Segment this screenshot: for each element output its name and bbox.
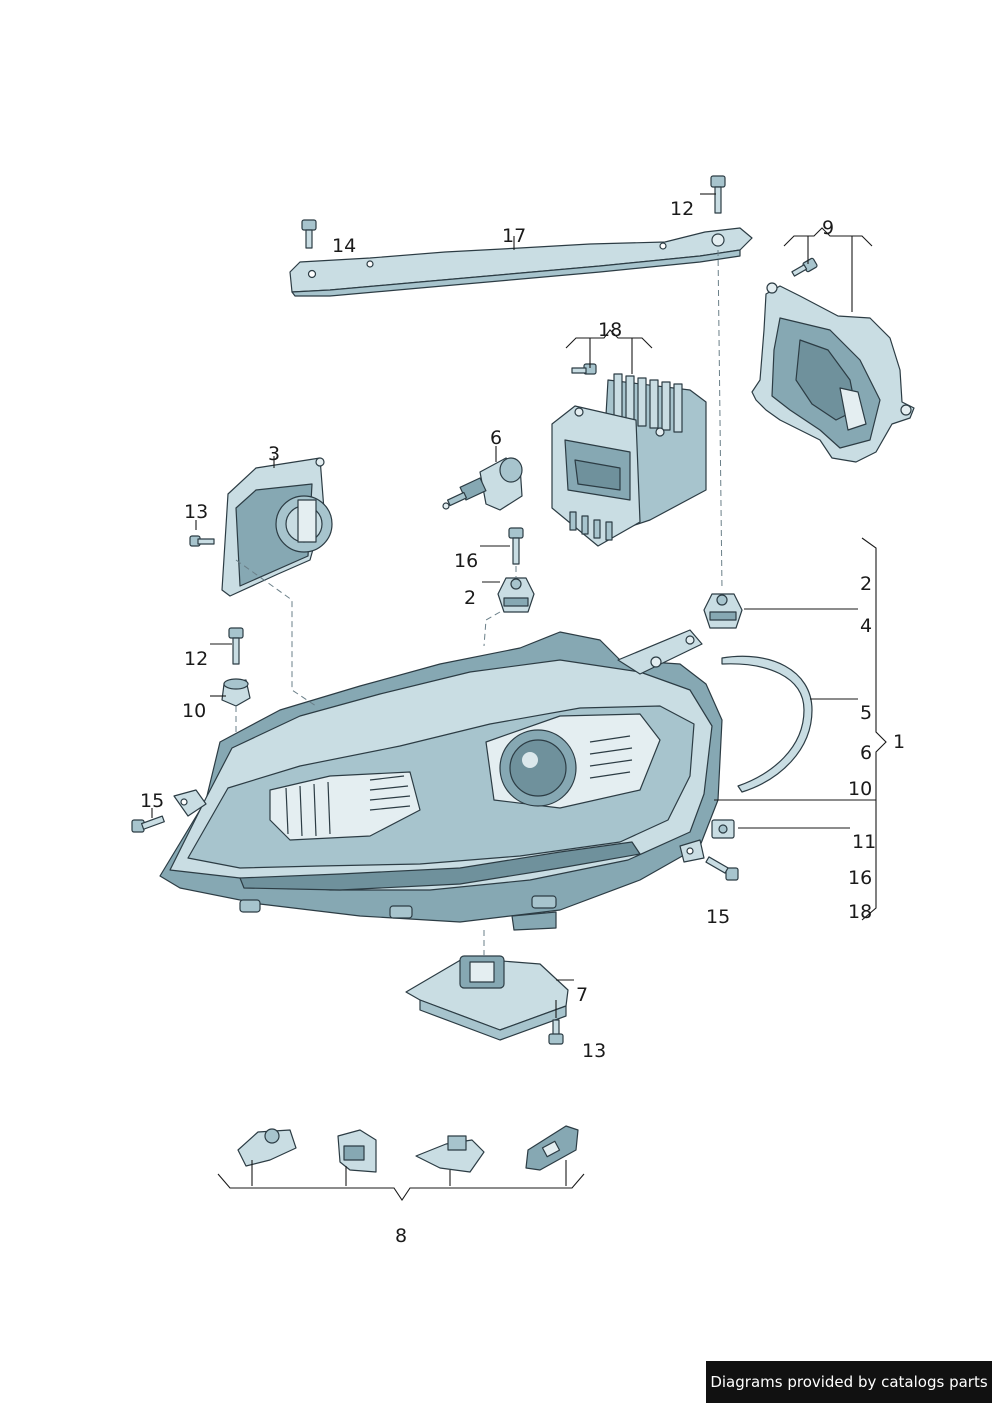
bracket-item: 16 <box>848 867 872 889</box>
assembly-dash-lines <box>235 249 723 960</box>
bracket-item: 4 <box>860 615 872 637</box>
screw-18 <box>571 363 597 375</box>
callout-8: 8 <box>395 1225 407 1247</box>
callout-18: 18 <box>598 319 622 341</box>
part-1-headlight-assembly <box>159 629 723 931</box>
callout-16-mid: 16 <box>454 550 478 572</box>
bracket-item: 2 <box>860 573 872 595</box>
bracket-item: 11 <box>852 831 876 853</box>
clip-2-mid <box>497 577 535 613</box>
callout-1: 1 <box>893 731 905 753</box>
clip-2-4-right <box>703 593 743 629</box>
callout-15-right: 15 <box>706 906 730 928</box>
callout-labels: 17 14 12 9 18 6 3 13 16 2 12 10 15 15 7 … <box>140 198 905 1247</box>
screw-16-mid <box>508 527 524 565</box>
part-6-bulb-socket <box>442 457 523 511</box>
callout-14: 14 <box>332 235 356 257</box>
callout-12-left: 12 <box>184 648 208 670</box>
part-3-control-unit <box>221 457 333 597</box>
part-7-ballast-unit <box>405 955 569 1041</box>
callout-7: 7 <box>576 984 588 1006</box>
screw-14 <box>301 219 317 249</box>
callout-17: 17 <box>502 225 526 247</box>
leader-lines <box>151 193 887 1201</box>
screw-13-left <box>189 535 215 547</box>
part-9-housing-cover <box>751 282 915 463</box>
bracket-item: 18 <box>848 901 872 923</box>
callout-2-mid: 2 <box>464 587 476 609</box>
callout-6: 6 <box>490 427 502 449</box>
bracket-item: 5 <box>860 702 872 724</box>
screw-15-left <box>131 815 165 833</box>
part-18-led-module <box>551 373 707 547</box>
screw-13-bottom <box>548 1019 564 1045</box>
callout-12-top: 12 <box>670 198 694 220</box>
screw-9 <box>791 257 818 277</box>
nut-10-left <box>221 678 251 707</box>
screw-15-right <box>705 856 739 881</box>
callout-13-left: 13 <box>184 501 208 523</box>
callout-10-left: 10 <box>182 700 206 722</box>
part-8-repair-brackets <box>237 1125 579 1173</box>
credit-badge: Diagrams provided by catalogs parts <box>706 1361 992 1403</box>
callout-3: 3 <box>268 443 280 465</box>
bracket-item: 10 <box>848 778 872 800</box>
callout-13-bottom: 13 <box>582 1040 606 1062</box>
bracket-item: 6 <box>860 742 872 764</box>
screw-12-left <box>228 627 244 665</box>
nut-11 <box>711 819 735 839</box>
part-5-trim-strip <box>721 655 813 793</box>
callout-15-left: 15 <box>140 790 164 812</box>
callout-9: 9 <box>822 217 834 239</box>
screw-12-top <box>710 175 726 214</box>
part-17-mounting-bracket <box>289 227 753 297</box>
